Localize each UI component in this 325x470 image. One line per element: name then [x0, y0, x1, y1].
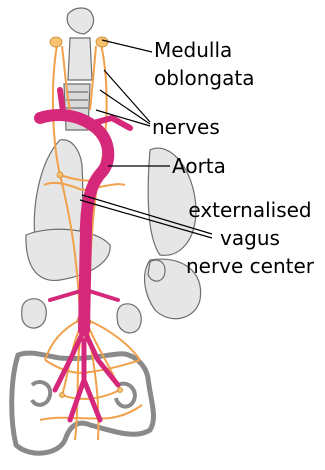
- mesenteric: [55, 330, 118, 420]
- renal-right: [86, 290, 118, 300]
- leader-medulla: [102, 40, 152, 52]
- left-kidney: [22, 299, 47, 328]
- label-ext-line3: nerve center: [180, 254, 320, 278]
- label-nerves: nerves: [152, 115, 220, 139]
- spinal-column: [68, 38, 92, 80]
- label-medulla-line1: Medulla: [154, 38, 232, 62]
- label-ext-line1: externalised: [180, 198, 320, 222]
- brain: [67, 8, 93, 34]
- label-ext-line2: vagus: [180, 226, 320, 250]
- label-medulla-line2: oblongata: [154, 66, 254, 90]
- liver: [26, 229, 110, 280]
- carotid-left: [60, 90, 64, 118]
- label-aorta: Aorta: [172, 154, 226, 178]
- right-kidney: [117, 304, 141, 333]
- spleen: [148, 260, 165, 281]
